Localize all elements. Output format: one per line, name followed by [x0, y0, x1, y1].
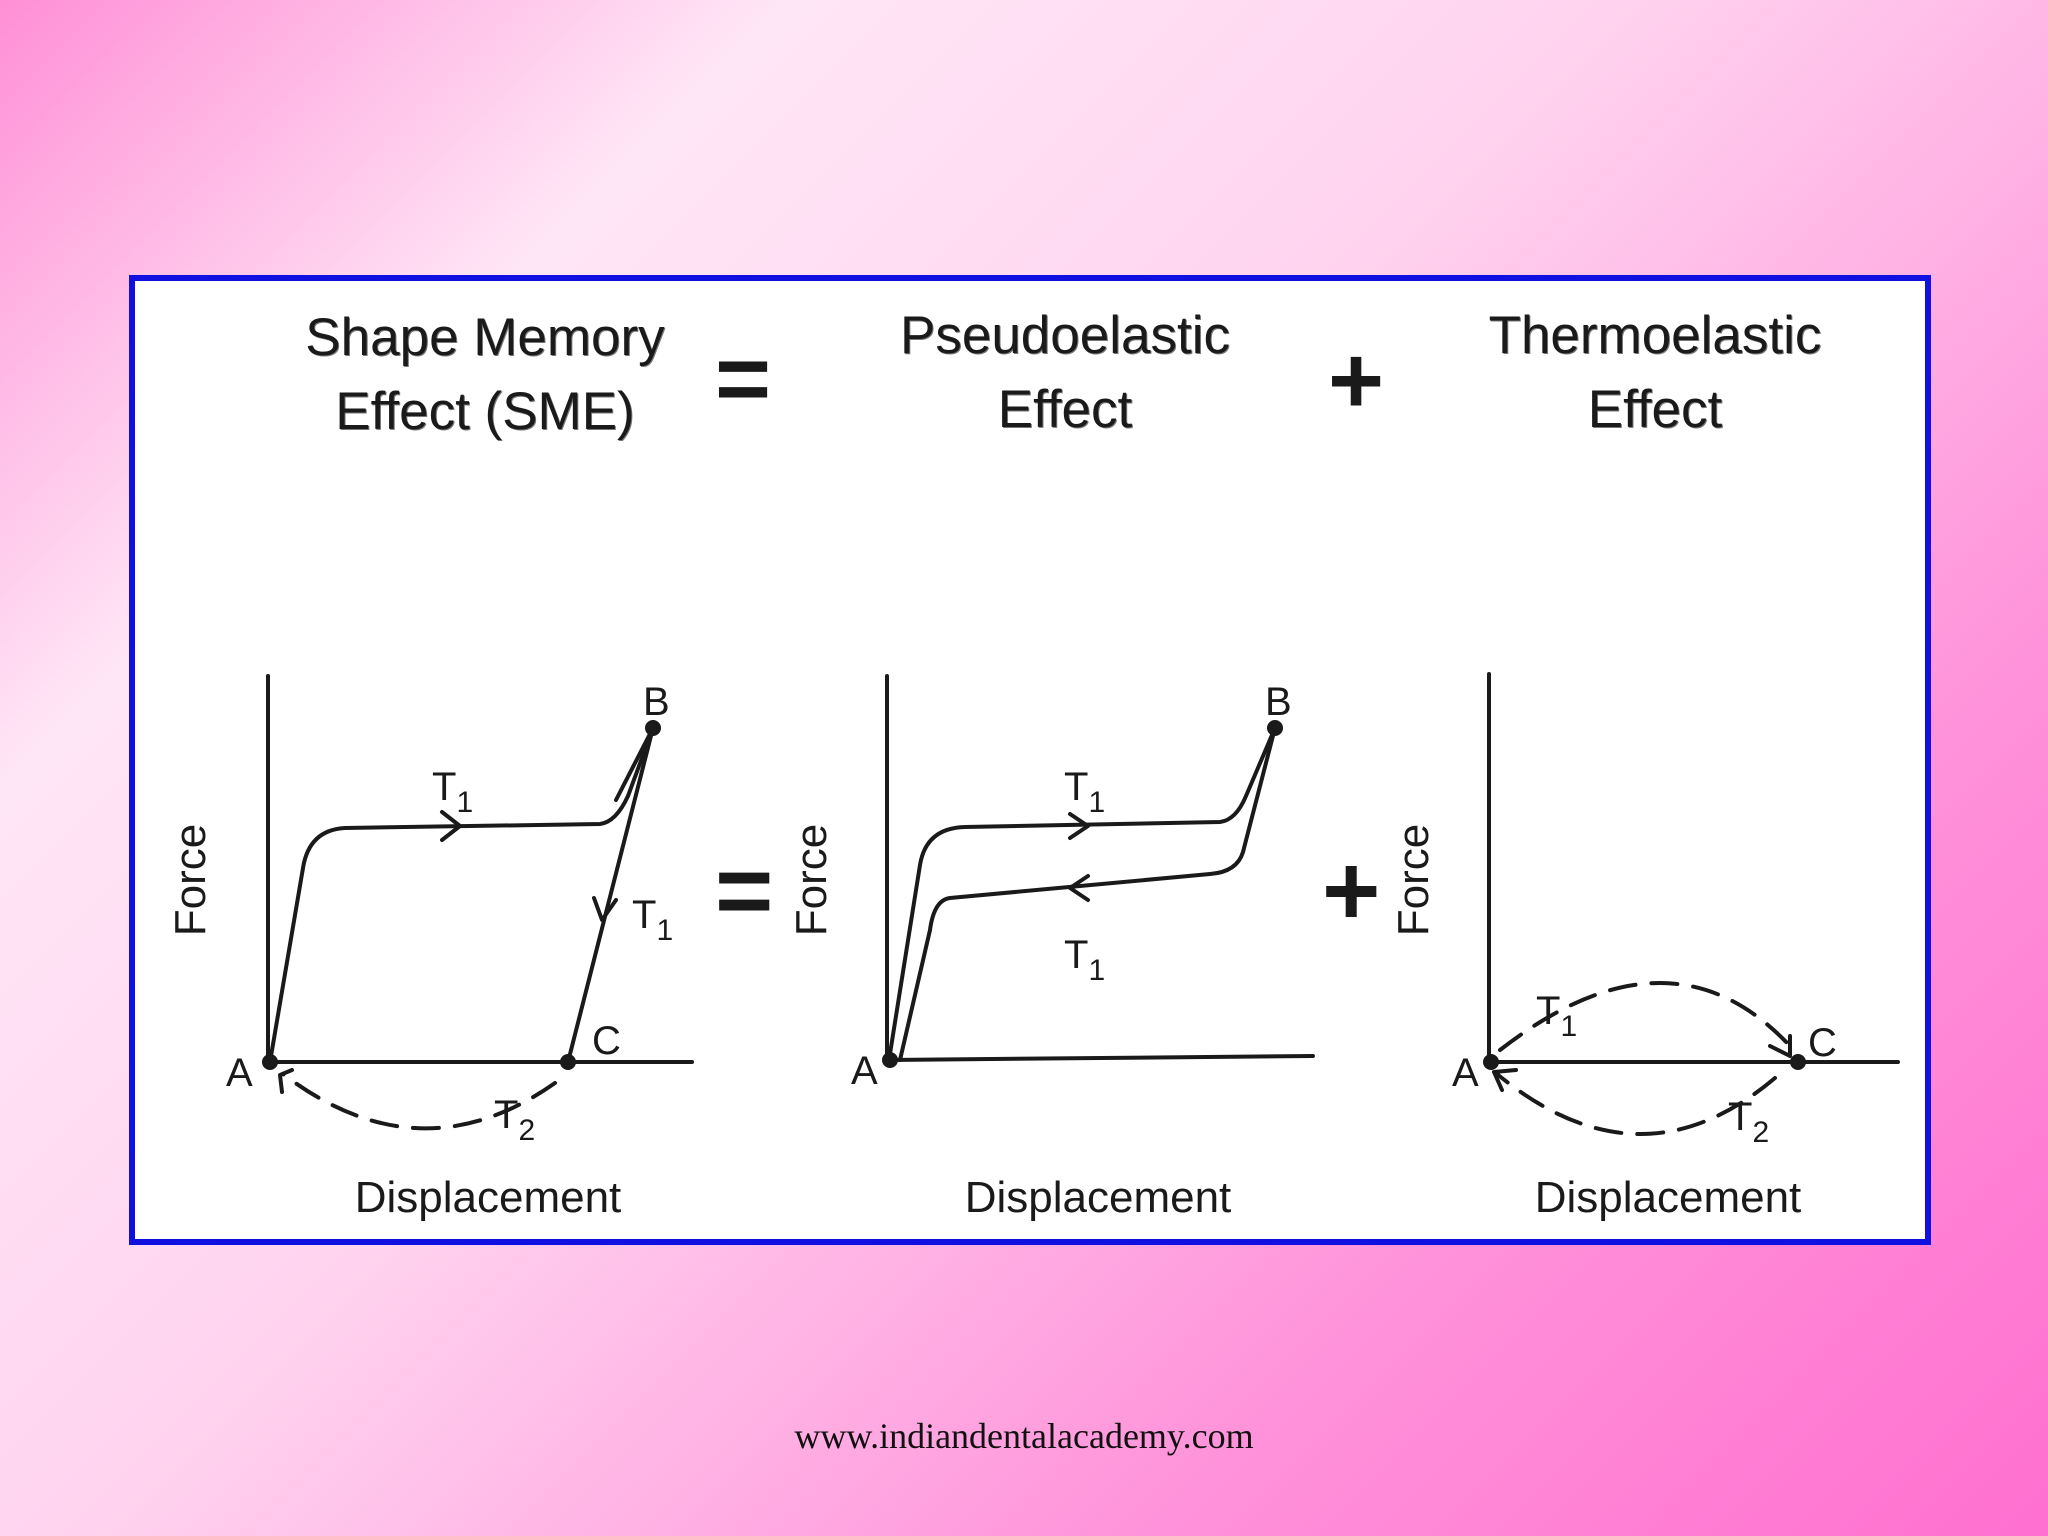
pe-arrow-t1-lower: [1068, 874, 1090, 902]
heading-pseudo-line2: Effect: [997, 380, 1133, 439]
sme-label-b: B: [643, 680, 670, 724]
heading-sme-line2: Effect (SME): [335, 382, 635, 441]
sme-label-c: C: [592, 1019, 621, 1063]
sme-label-t2: T2: [494, 1093, 535, 1147]
pe-unloading-curve: [898, 726, 1277, 1062]
equals-sign-middle: =: [715, 835, 773, 947]
diagram-panel: Shape Memory Effect (SME) = Pseudoelasti…: [129, 275, 1931, 1245]
pe-loading-curve: [887, 726, 1277, 1062]
sme-x-label: Displacement: [355, 1173, 622, 1222]
sme-arrow-t1-upper: [440, 810, 462, 842]
pe-point-b-dot: [1267, 720, 1283, 736]
sme-unloading-line: [566, 726, 655, 1064]
te-x-label: Displacement: [1535, 1173, 1802, 1222]
sme-point-c-dot: [560, 1054, 576, 1070]
te-point-c-dot: [1790, 1054, 1806, 1070]
te-y-label: Force: [1389, 824, 1438, 936]
sme-label-a: A: [226, 1051, 253, 1095]
te-arrow-a: [1492, 1068, 1518, 1092]
sme-point-a-dot: [262, 1054, 278, 1070]
plus-sign-middle: +: [1322, 835, 1380, 947]
sme-second-line: [614, 726, 655, 802]
pe-point-a-dot: [882, 1052, 898, 1068]
heading-sme: Shape Memory Effect (SME): [255, 301, 715, 449]
sme-arrow-a: [278, 1068, 294, 1094]
heading-thermo-line2: Effect: [1587, 380, 1723, 439]
te-label-t1: T1: [1536, 989, 1577, 1043]
te-label-c: C: [1808, 1021, 1837, 1065]
pe-y-label: Force: [787, 824, 836, 936]
plus-sign-top: +: [1328, 327, 1385, 434]
sme-y-label: Force: [166, 824, 215, 936]
pe-label-t1-upper: T1: [1064, 765, 1105, 819]
heading-pseudo-line1: Pseudoelastic: [900, 306, 1230, 365]
te-label-t2: T2: [1728, 1095, 1769, 1149]
te-arrow-c: [1768, 1034, 1792, 1058]
sme-label-t1-right: T1: [632, 893, 673, 947]
te-dashed-lower: [1495, 1072, 1777, 1136]
pe-label-b: B: [1265, 680, 1292, 724]
pe-arrow-t1-upper: [1068, 812, 1090, 840]
te-point-a-dot: [1483, 1054, 1499, 1070]
pe-label-a: A: [851, 1049, 878, 1093]
pe-label-t1-lower: T1: [1064, 933, 1105, 987]
sme-dashed-return: [281, 1072, 557, 1131]
heading-pseudoelastic: Pseudoelastic Effect: [855, 299, 1275, 447]
pe-x-label: Displacement: [965, 1173, 1232, 1222]
heading-thermo-line1: Thermoelastic: [1488, 306, 1822, 365]
heading-sme-line1: Shape Memory: [305, 308, 665, 367]
te-dashed-upper: [1498, 981, 1792, 1052]
sme-label-t1-upper: T1: [432, 765, 473, 819]
sme-arrow-t1-down: [592, 896, 618, 922]
sme-loading-curve: [268, 726, 655, 1064]
pe-x-axis: [885, 1054, 1315, 1062]
equals-sign-top: =: [715, 325, 772, 432]
heading-thermoelastic: Thermoelastic Effect: [1435, 299, 1875, 447]
sme-point-b-dot: [645, 720, 661, 736]
footer-url: www.indiandentalacademy.com: [794, 1416, 1254, 1456]
te-label-a: A: [1452, 1051, 1479, 1095]
